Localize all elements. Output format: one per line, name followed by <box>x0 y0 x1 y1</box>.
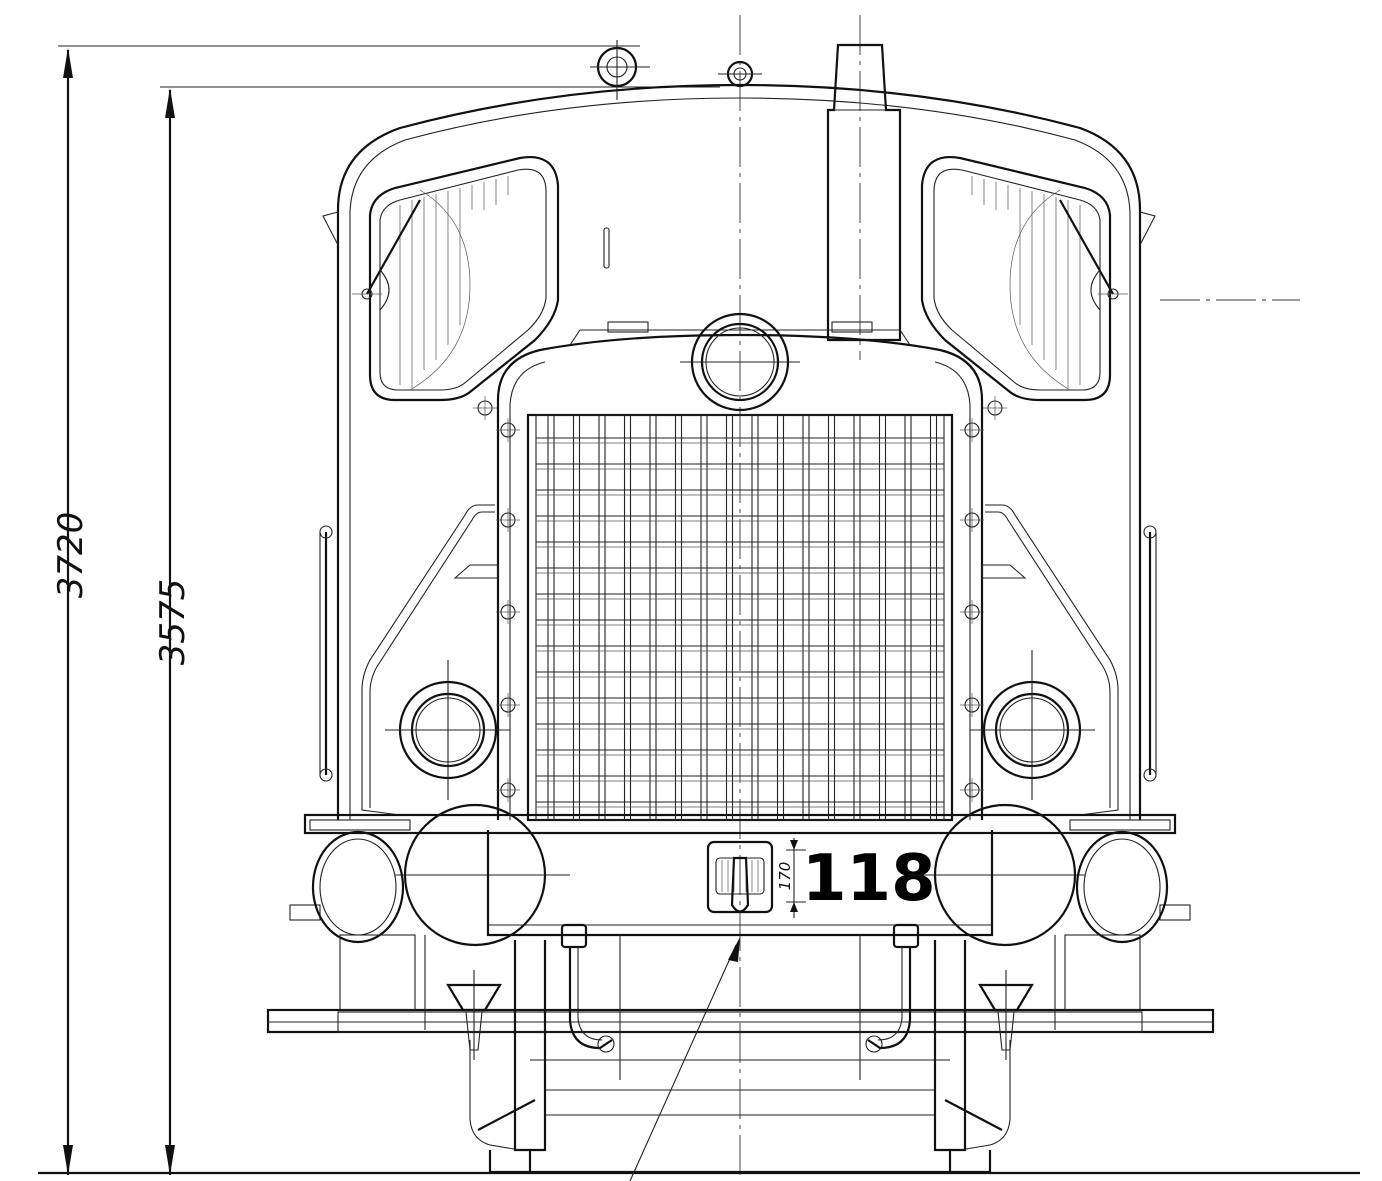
plate-height-label: 170 <box>776 862 794 891</box>
roof-horn-large <box>590 40 650 100</box>
dimension-roof-height: 3575 <box>153 86 720 1175</box>
buffer-left <box>309 803 570 947</box>
exhaust-stack <box>826 43 902 342</box>
hood-bolts <box>473 396 1007 802</box>
window-left <box>352 156 560 402</box>
number-plate: 118 170 <box>776 838 936 918</box>
sander-right <box>978 970 1034 1060</box>
roof-horn-small <box>718 60 762 88</box>
headlight-left <box>385 660 510 800</box>
headlight-right <box>970 650 1095 800</box>
number-plate-text: 118 <box>802 842 936 916</box>
lower-frame <box>266 934 1215 1034</box>
hood-housing <box>496 321 984 820</box>
radiator-grille <box>526 413 954 822</box>
headlight-top <box>680 312 800 412</box>
window-right <box>920 156 1128 402</box>
dimension-overall-height-label: 3720 <box>51 512 91 599</box>
handrail-left <box>319 504 499 816</box>
coupler-hook <box>706 840 774 914</box>
brake-hose-left <box>560 923 615 1053</box>
handrail-right <box>981 504 1157 816</box>
bogie-and-wheels <box>469 935 1011 1174</box>
buffer-right <box>910 803 1171 947</box>
leader-arrow <box>629 937 740 1181</box>
sander-left <box>446 970 502 1060</box>
center-lines <box>739 15 1300 1181</box>
dimension-roof-height-label: 3575 <box>153 579 193 666</box>
dimension-overall-height: 3720 <box>51 45 640 1175</box>
brake-hose-right <box>865 923 920 1053</box>
